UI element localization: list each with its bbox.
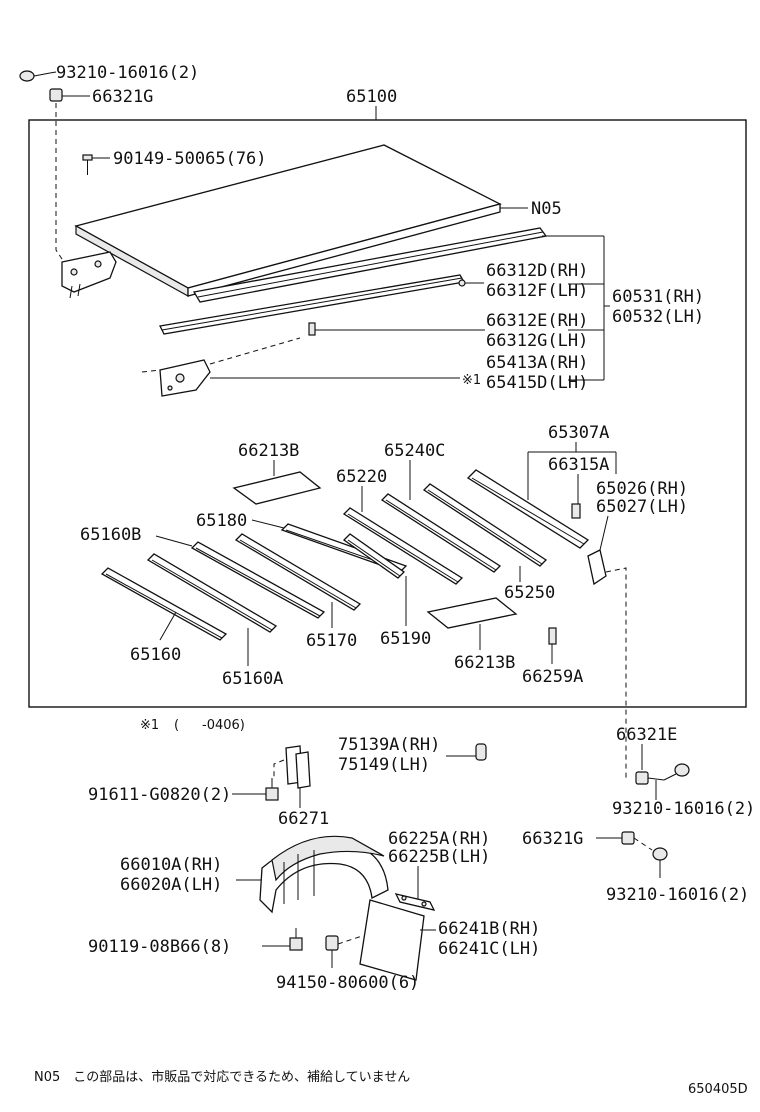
label-94150: 94150-80600(6) [276,973,419,993]
member-65170 [234,533,362,611]
label-66321G-b: 66321G [522,829,583,849]
bracket-66225A-icon [394,893,436,911]
label-66312D: 66312D(RH) [486,261,588,281]
label-66225A: 66225A(RH) [388,829,490,849]
label-90119: 90119-08B66(8) [88,937,231,957]
label-66321E: 66321E [616,725,677,745]
label-60532: 60532(LH) [612,307,704,327]
label-66315A: 66315A [548,455,609,475]
label-65160B: 65160B [80,525,141,545]
stay-66271-icon [285,745,311,789]
label-65027: 65027(LH) [596,497,688,517]
fender-66010A [259,835,389,914]
label-66213B-a: 66213B [238,441,299,461]
member-65190 [342,533,406,579]
label-65307A: 65307A [548,423,609,443]
label-66225B: 66225B(LH) [388,847,490,867]
label-65160: 65160 [130,645,181,665]
label-bolt-mid: 93210-16016(2) [612,799,755,819]
bolt-low-icon [652,847,668,878]
member-65160A [146,553,278,633]
label-66312E: 66312E(RH) [486,311,588,331]
member-65160 [100,567,228,641]
label-65160A: 65160A [222,669,283,689]
screw-icon [82,154,93,175]
label-66010A: 66010A(RH) [120,855,222,875]
note-text: N05 この部品は、市販品で対応できるため、補給していません [34,1069,410,1085]
bolt-91611-icon [265,778,279,801]
nut-66321E-icon [635,771,649,785]
label-66259A: 66259A [522,667,583,687]
hinge-bracket-left [61,251,117,299]
label-75139A: 75139A(RH) [338,735,440,755]
member-65220 [342,507,464,585]
pad-lower [426,597,518,629]
label-note-ref: N05 [531,199,562,219]
label-nut-top: 66321G [92,87,153,107]
label-66271: 66271 [278,809,329,829]
nut-94150-icon [325,935,339,951]
label-bolt-low: 93210-16016(2) [606,885,749,905]
footnote1-paren: ( [174,718,179,733]
member-65307A [466,469,590,549]
label-65413A: 65413A(RH) [486,353,588,373]
label-65240C: 65240C [384,441,445,461]
label-66241C: 66241C(LH) [438,939,540,959]
label-65170: 65170 [306,631,357,651]
label-66312F: 66312F(LH) [486,281,588,301]
nut-top-icon [49,88,63,102]
nut-66321G-b-icon [621,831,635,845]
label-65250: 65250 [504,583,555,603]
member-65240C [380,493,502,573]
footnote1-value: -0406) [202,718,245,733]
label-66241B: 66241B(RH) [438,919,540,939]
drawing-code: 650405D [688,1082,748,1097]
label-bolt-top: 93210-16016(2) [56,63,199,83]
end-bracket [159,359,211,397]
member-65250 [422,483,548,567]
label-mark1: ※1 [462,373,481,388]
bolt-top-icon [19,70,51,82]
pin-66259A-icon [548,627,557,645]
member-65160B [190,541,326,619]
label-65415D: 65415D(LH) [486,373,588,393]
label-65190: 65190 [380,629,431,649]
emblem-75139A-icon [475,743,487,761]
clip-66312D-icon [458,279,484,287]
label-screw: 90149-50065(76) [113,149,267,169]
bolt-mid-icon [663,763,690,781]
deck-panel [74,144,502,298]
footnote1-mark: ※1 [140,718,159,733]
assembly-frame [28,119,747,708]
bracket-65026-icon [587,549,607,586]
label-65180: 65180 [196,511,247,531]
label-60531: 60531(RH) [612,287,704,307]
clip-66312E-icon [308,322,316,336]
label-66312G: 66312G(LH) [486,331,588,351]
clip-66315A-icon [571,503,581,519]
label-assembly: 65100 [346,87,397,107]
label-66213B-b: 66213B [454,653,515,673]
label-66020A: 66020A(LH) [120,875,222,895]
bolt-90119-icon [289,928,303,951]
label-65026: 65026(RH) [596,479,688,499]
pad-upper [232,471,322,505]
label-75149: 75149(LH) [338,755,430,775]
label-91611: 91611-G0820(2) [88,785,231,805]
mudflap-66241B [359,899,425,981]
label-65220: 65220 [336,467,387,487]
